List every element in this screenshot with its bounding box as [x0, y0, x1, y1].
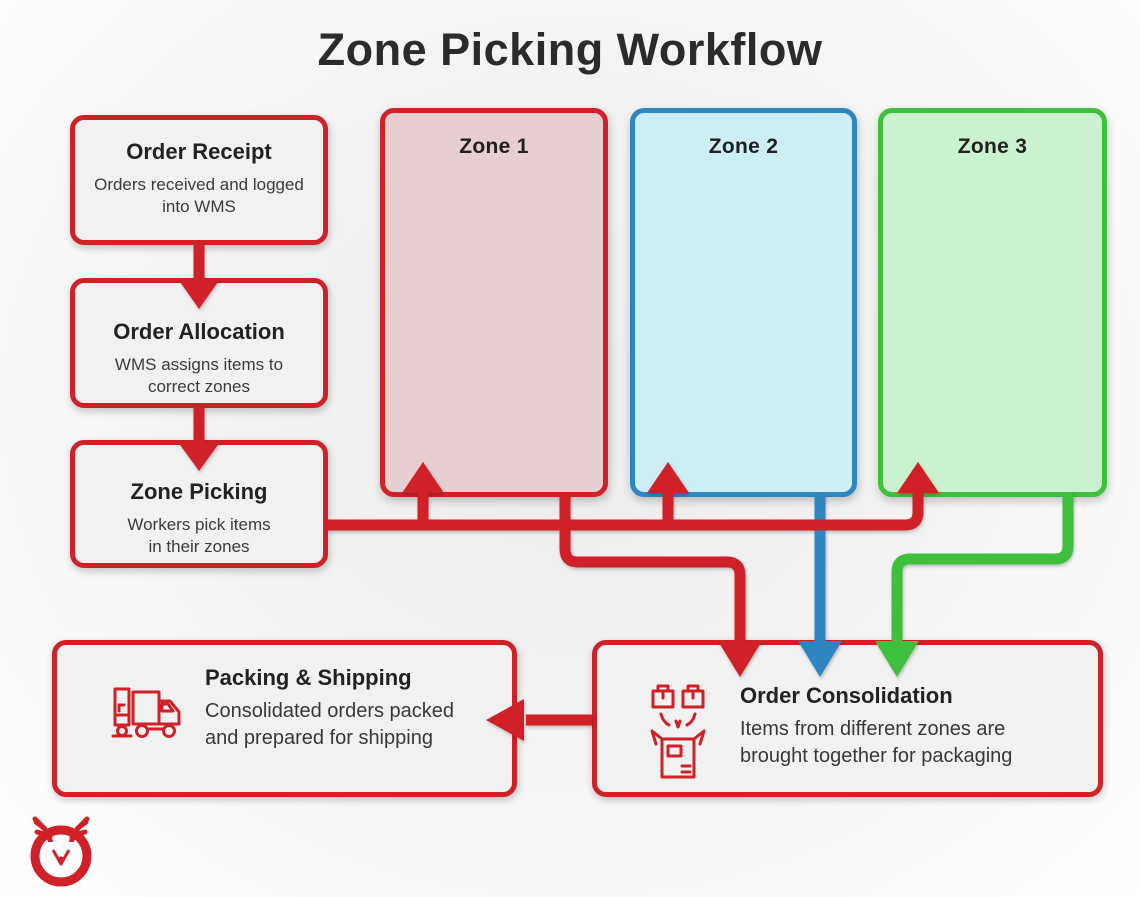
- zone-label: Zone 2: [708, 135, 779, 158]
- shipping-title: Packing & Shipping: [205, 665, 412, 690]
- zone-1-box: Zone 1: [380, 108, 608, 497]
- step-order-receipt-box: Order Receipt Orders received and logged…: [70, 115, 328, 245]
- step-order-allocation-box: Order Allocation WMS assigns items to co…: [70, 278, 328, 408]
- step-title: Order Allocation: [113, 319, 285, 344]
- deer-logo-icon: [30, 816, 92, 887]
- zone-3-box: Zone 3: [878, 108, 1107, 497]
- consolidation-title: Order Consolidation: [740, 683, 953, 708]
- step-description: Workers pick items in their zones: [127, 515, 271, 557]
- step-title: Order Receipt: [126, 139, 272, 164]
- zone-label: Zone 1: [459, 135, 529, 158]
- order-consolidation-box: Order Consolidation Items from different…: [592, 640, 1103, 797]
- step-zone-picking-box: Zone Picking Workers pick items in their…: [70, 440, 328, 568]
- zone-2-box: Zone 2: [630, 108, 857, 497]
- consolidation-description: Items from different zones are brought t…: [740, 718, 1013, 767]
- step-description: Orders received and logged into WMS: [94, 175, 304, 217]
- step-title: Zone Picking: [130, 479, 268, 504]
- packing-shipping-box: Packing & Shipping Consolidated orders p…: [52, 640, 517, 797]
- truck-icon: [111, 687, 181, 738]
- shipping-description: Consolidated orders packed and prepared …: [205, 700, 455, 749]
- zone-label: Zone 3: [957, 135, 1028, 158]
- page-title: Zone Picking Workflow: [317, 24, 823, 75]
- step-description: WMS assigns items to correct zones: [114, 355, 284, 397]
- consolidation-box-icon: [650, 684, 706, 779]
